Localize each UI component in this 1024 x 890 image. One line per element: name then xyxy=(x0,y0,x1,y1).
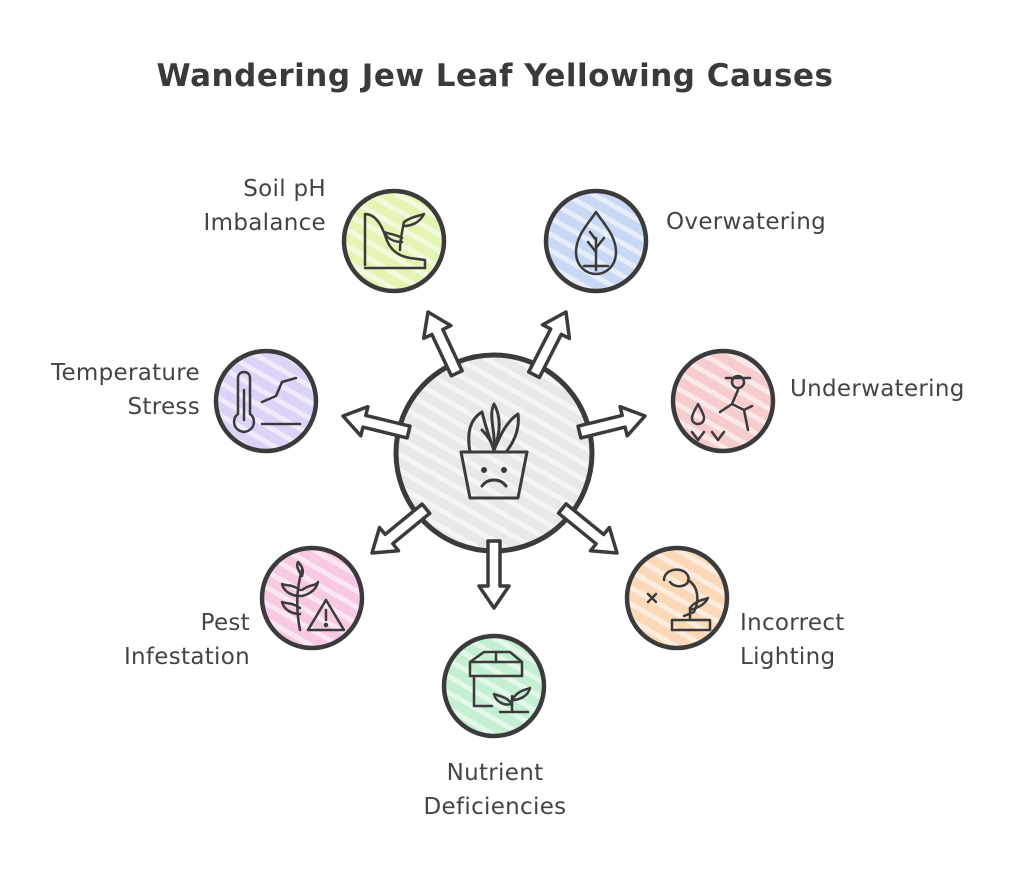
cause-node-texture xyxy=(264,550,360,646)
arrow-to-pest-infestation xyxy=(370,502,432,555)
label-overwatering: Overwatering xyxy=(666,205,826,239)
gardener-watering-icon xyxy=(690,374,754,442)
arrows xyxy=(341,310,647,610)
cause-node-ring xyxy=(441,633,547,739)
label-line: Overwatering xyxy=(666,209,827,235)
arrow-to-soil-ph xyxy=(421,310,464,378)
arrow-to-overwatering xyxy=(526,310,572,380)
label-line: Temperature xyxy=(51,360,200,386)
lamp-plant-icon xyxy=(646,568,712,632)
cause-node-texture xyxy=(629,550,725,646)
label-line: Infestation xyxy=(123,644,250,670)
label-line: Deficiencies xyxy=(423,794,567,820)
label-incorrect-lighting: Incorrect Lighting xyxy=(740,606,845,674)
wheat-warning-icon xyxy=(280,560,346,632)
label-soil-ph-imbalance: Soil pH Imbalance xyxy=(180,172,326,240)
fertilizer-box-sprout-icon xyxy=(468,650,532,714)
arrow-to-temperature-stress xyxy=(341,404,412,440)
cause-node-ring xyxy=(543,188,649,294)
label-temperature-stress: Temperature Stress xyxy=(20,356,200,424)
arrow-to-incorrect-lighting xyxy=(556,502,619,555)
label-line: Lighting xyxy=(740,644,836,670)
cause-node-ring xyxy=(670,348,776,454)
cause-node-pest-infestation xyxy=(259,545,365,651)
label-line: Nutrient xyxy=(446,760,544,786)
label-line: Stress xyxy=(127,394,200,420)
cause-node-ring xyxy=(341,188,447,294)
diagram-title: Wandering Jew Leaf Yellowing Causes xyxy=(156,58,834,94)
cause-node-incorrect-lighting xyxy=(624,545,730,651)
label-line: Incorrect xyxy=(740,610,845,636)
cause-node-ring xyxy=(259,545,365,651)
label-line: Imbalance xyxy=(203,210,326,236)
cause-node-underwatering xyxy=(670,348,776,454)
label-nutrient-deficiencies: Nutrient Deficiencies xyxy=(405,756,585,824)
label-line: Soil pH xyxy=(243,176,326,202)
label-underwatering: Underwatering xyxy=(790,372,965,406)
cause-node-ring xyxy=(213,348,319,454)
arrow-to-underwatering xyxy=(576,404,647,440)
label-line: Underwatering xyxy=(790,376,965,402)
water-drop-plant-icon xyxy=(574,210,618,276)
label-pest-infestation: Pest Infestation xyxy=(90,606,250,674)
thermometer-icon xyxy=(232,370,302,434)
label-line: Pest xyxy=(200,610,250,636)
arrow-to-nutrient-deficiencies xyxy=(477,539,511,610)
cause-node-ring xyxy=(624,545,730,651)
soil-slope-sprout-icon xyxy=(363,212,427,270)
sad-potted-plant-icon xyxy=(459,402,529,500)
